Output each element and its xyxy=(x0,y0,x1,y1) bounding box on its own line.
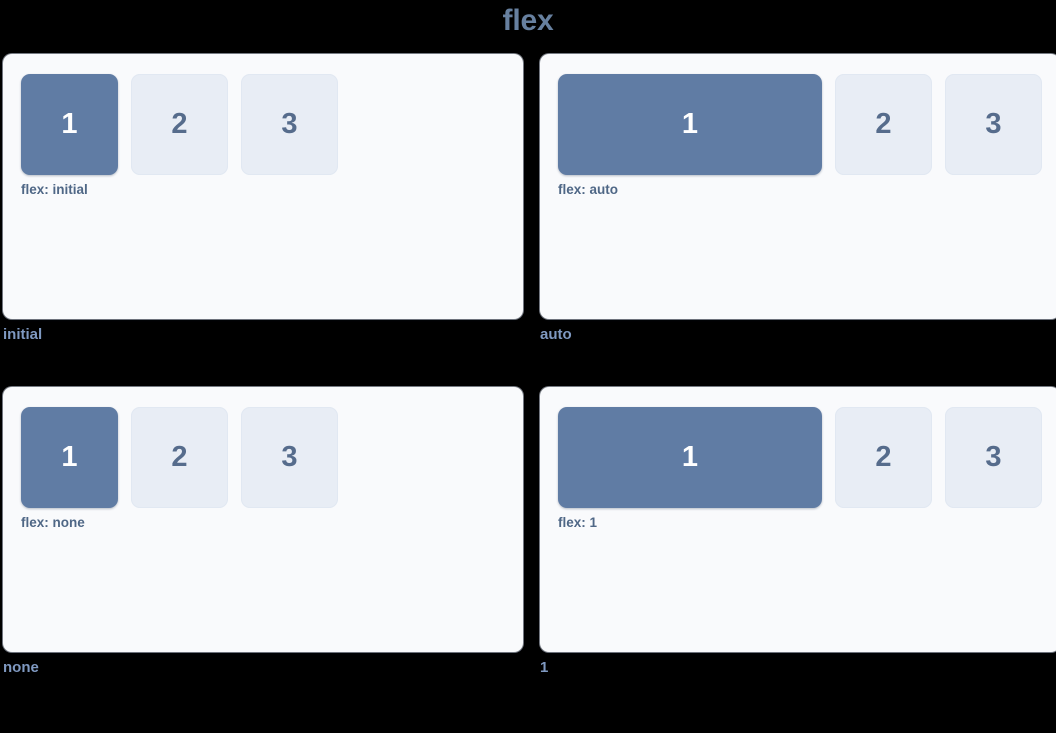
demo-cell-none: 1 2 3 flex: none none xyxy=(3,387,523,677)
flex-item-1-auto: 1 xyxy=(558,74,822,175)
flex-container-auto: 1 2 3 xyxy=(558,74,1042,175)
flex-item-3-initial: 3 xyxy=(241,74,338,175)
demo-panel-none: 1 2 3 flex: none xyxy=(3,387,523,652)
flex-container-initial: 1 2 3 xyxy=(21,74,505,175)
flex-item-2-auto: 2 xyxy=(835,74,932,175)
caption-none: none xyxy=(3,659,39,676)
flex-item-1-initial: 1 xyxy=(21,74,118,175)
flex-item-2-initial: 2 xyxy=(131,74,228,175)
flex-container-one: 1 2 3 xyxy=(558,407,1042,508)
demo-panel-initial: 1 2 3 flex: initial xyxy=(3,54,523,319)
demo-cell-auto: 1 2 3 flex: auto auto xyxy=(540,54,1056,344)
flex-item-1-one: 1 xyxy=(558,407,822,508)
flex-item-2-one: 2 xyxy=(835,407,932,508)
page-title: flex xyxy=(502,4,554,37)
flex-item-3-auto: 3 xyxy=(945,74,1042,175)
demo-panel-one: 1 2 3 flex: 1 xyxy=(540,387,1056,652)
caption-initial: initial xyxy=(3,326,43,343)
flex-item-3-none: 3 xyxy=(241,407,338,508)
inline-label-none: flex: none xyxy=(21,515,85,530)
caption-auto: auto xyxy=(540,326,572,343)
demo-cell-initial: 1 2 3 flex: initial initial xyxy=(3,54,523,344)
flex-item-1-none: 1 xyxy=(21,407,118,508)
flex-item-3-one: 3 xyxy=(945,407,1042,508)
flex-item-2-none: 2 xyxy=(131,407,228,508)
inline-label-auto: flex: auto xyxy=(558,182,619,197)
demo-grid: 1 2 3 flex: initial initial 1 2 3 flex: … xyxy=(0,54,1056,677)
demo-panel-auto: 1 2 3 flex: auto xyxy=(540,54,1056,319)
inline-label-initial: flex: initial xyxy=(21,182,88,197)
inline-label-one: flex: 1 xyxy=(558,515,598,530)
caption-one: 1 xyxy=(540,659,549,676)
flex-container-none: 1 2 3 xyxy=(21,407,505,508)
demo-cell-one: 1 2 3 flex: 1 1 xyxy=(540,387,1056,677)
